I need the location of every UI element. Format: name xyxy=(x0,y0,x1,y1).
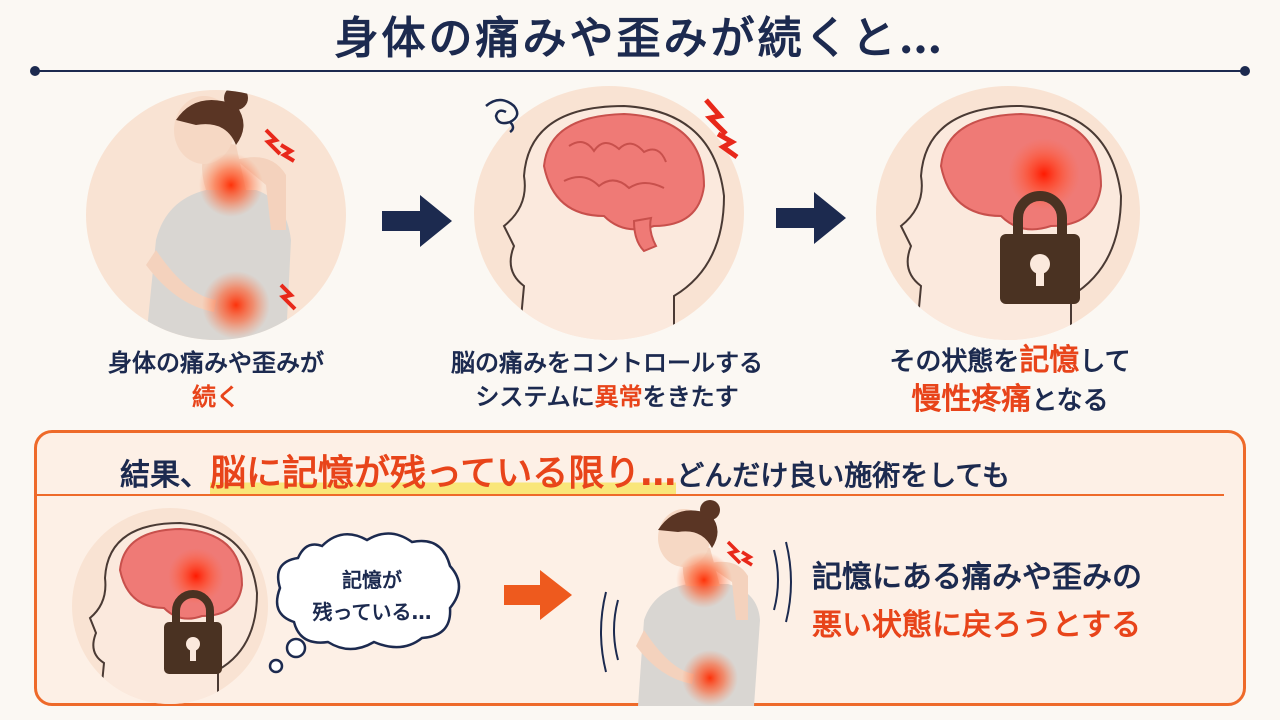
swirl-icon xyxy=(485,98,519,134)
brain-head-icon xyxy=(502,104,726,340)
lightning-icon xyxy=(704,98,739,160)
step2-caption: 脳の痛みをコントロールする システムに異常をきたす xyxy=(432,346,782,414)
arrow-right-icon xyxy=(504,570,572,620)
result-suffix: どんだけ良い施術をしても xyxy=(676,459,1010,492)
woman-pain-icon xyxy=(600,500,792,706)
woman-pain-icon xyxy=(146,90,297,340)
step1-caption: 身体の痛みや歪みが 続く xyxy=(56,346,376,414)
step1-illustration xyxy=(86,90,346,340)
step3-pre: その状態を xyxy=(889,347,1020,377)
step3-caption: その状態を記憶して 慢性疼痛となる xyxy=(840,342,1180,420)
step2-pre: システムに xyxy=(475,383,595,411)
arrow-right-icon xyxy=(776,192,846,244)
step3-highlight2: 慢性疼痛 xyxy=(911,382,1032,417)
result-highlight: 脳に記憶が残っている限り… xyxy=(210,453,677,494)
brain-lock-icon xyxy=(899,104,1123,340)
step2-line1: 脳の痛みをコントロールする xyxy=(451,349,763,377)
final-line1: 記憶にある痛みや歪みの xyxy=(812,560,1142,595)
step2-illustration xyxy=(474,86,744,340)
step3-post: して xyxy=(1079,347,1131,377)
step2-post: をきたす xyxy=(642,383,739,411)
page-title: 身体の痛みや歪みが続くと… xyxy=(334,13,946,64)
step3-post2: となる xyxy=(1031,386,1109,416)
result-heading: 結果、脳に記憶が残っている限り…どんだけ良い施術をしても xyxy=(120,444,1220,496)
thought-bubble-icon xyxy=(268,532,461,674)
bottom-head-illustration xyxy=(72,508,268,704)
step1-highlight: 続く xyxy=(192,383,240,411)
brain-lock-icon xyxy=(88,521,259,704)
title-divider xyxy=(34,70,1246,72)
arrow-right-icon xyxy=(382,195,452,247)
bubble-line1: 記憶が xyxy=(342,568,402,592)
step3-highlight1: 記憶 xyxy=(1019,343,1080,378)
result-divider xyxy=(34,494,1224,496)
step3-illustration xyxy=(876,86,1140,340)
bubble-text: 記憶が 残っている… xyxy=(292,564,452,628)
step2-highlight: 異常 xyxy=(594,383,643,411)
final-message: 記憶にある痛みや歪みの 悪い状態に戻ろうとする xyxy=(812,554,1232,650)
rule-right-dot xyxy=(1240,66,1250,76)
result-prefix: 結果、 xyxy=(120,458,210,493)
final-line2: 悪い状態に戻ろうとする xyxy=(812,608,1142,643)
step1-line1: 身体の痛みや歪みが xyxy=(108,349,324,377)
bubble-line2: 残っている… xyxy=(312,600,432,624)
